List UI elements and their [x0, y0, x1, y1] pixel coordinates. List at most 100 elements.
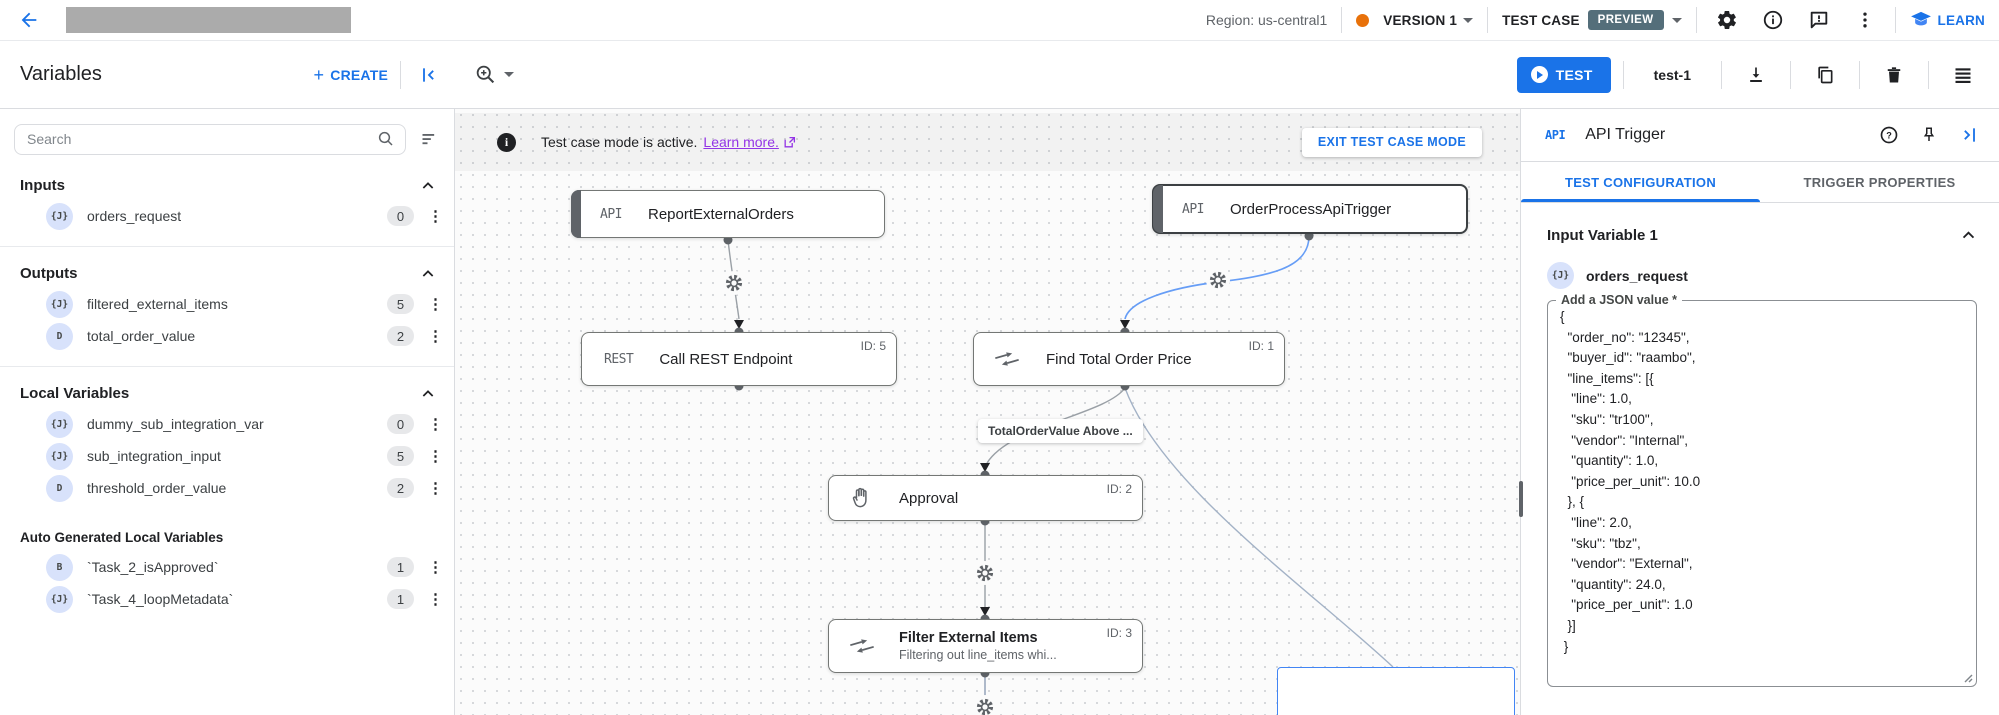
node-find-total-order-price[interactable]: Find Total Order Price ID: 1	[973, 332, 1285, 386]
download-icon[interactable]	[1734, 57, 1778, 93]
more-vertical-icon[interactable]: ⋮	[428, 480, 443, 497]
input-variable-section-title: Input Variable 1	[1547, 227, 1658, 244]
divider	[1695, 7, 1697, 33]
collapse-panel-right-icon[interactable]	[1953, 119, 1985, 151]
test-button[interactable]: TEST	[1516, 56, 1611, 93]
learn-button[interactable]: LEARN	[1910, 11, 1986, 29]
variable-row[interactable]: {J} filtered_external_items 5 ⋮	[0, 288, 454, 320]
node-type-tag: API	[600, 206, 622, 222]
more-vertical-icon[interactable]: ⋮	[428, 328, 443, 345]
chevron-down-icon	[1671, 17, 1682, 23]
search-input[interactable]	[27, 131, 377, 147]
edge-condition-label[interactable]: TotalOrderValue Above ...	[978, 419, 1143, 443]
search-icon	[378, 131, 393, 146]
variable-row[interactable]: {J} `Task_4_loopMetadata` 1 ⋮	[0, 583, 454, 615]
graduation-cap-icon	[1910, 11, 1931, 26]
preview-badge: PREVIEW	[1587, 10, 1664, 30]
panel-tabs: TEST CONFIGURATION TRIGGER PROPERTIES	[1521, 162, 1999, 203]
node-report-external-orders[interactable]: API ReportExternalOrders	[571, 190, 885, 238]
play-icon	[1530, 66, 1548, 83]
more-vertical-icon[interactable]: ⋮	[428, 448, 443, 465]
section-header-auto-generated: Auto Generated Local Variables	[0, 504, 454, 551]
search-field[interactable]	[14, 123, 406, 155]
data-mapping-icon	[849, 635, 875, 657]
node-id: ID: 5	[860, 339, 886, 353]
more-vertical-icon[interactable]	[1849, 4, 1881, 36]
json-type-icon: {J}	[46, 442, 73, 470]
divider	[1341, 7, 1343, 33]
svg-text:?: ?	[1886, 130, 1892, 140]
count-badge: 0	[387, 414, 414, 434]
json-value-input[interactable]: { "order_no": "12345", "buyer_id": "raam…	[1550, 307, 1974, 679]
section-title: Auto Generated Local Variables	[20, 530, 224, 545]
variables-sidebar: Inputs {J} orders_request 0 ⋮ Outputs {J…	[0, 109, 455, 715]
more-vertical-icon[interactable]: ⋮	[428, 416, 443, 433]
feedback-icon[interactable]	[1803, 4, 1835, 36]
json-type-icon: {J}	[46, 410, 73, 438]
sort-icon[interactable]	[414, 123, 446, 155]
more-vertical-icon[interactable]: ⋮	[428, 591, 443, 608]
node-id: ID: 1	[1248, 339, 1274, 353]
divider	[1487, 7, 1489, 33]
node-title: Filter External Items	[899, 630, 1038, 646]
json-type-icon: {J}	[1547, 262, 1574, 289]
tab-trigger-properties[interactable]: TRIGGER PROPERTIES	[1803, 174, 1956, 190]
variables-toolbar: Variables + CREATE TEST test-1	[0, 41, 1999, 109]
chevron-up-icon[interactable]	[420, 178, 436, 194]
count-badge: 1	[387, 589, 414, 609]
variable-name: orders_request	[87, 208, 182, 224]
collapse-panel-left-icon[interactable]	[413, 59, 445, 91]
section-header-inputs: Inputs	[0, 159, 454, 200]
node-type-tag: API	[1182, 201, 1204, 217]
duplicate-icon[interactable]	[1803, 57, 1847, 93]
test-case-dropdown[interactable]: TEST CASE PREVIEW	[1502, 10, 1682, 30]
divider	[0, 366, 454, 367]
node-order-process-api-trigger[interactable]: API OrderProcessApiTrigger	[1152, 184, 1468, 234]
chevron-up-icon[interactable]	[420, 266, 436, 282]
delete-trash-icon[interactable]	[1872, 57, 1916, 93]
node-title: Find Total Order Price	[1046, 350, 1192, 368]
divider	[0, 246, 454, 247]
more-vertical-icon[interactable]: ⋮	[428, 559, 443, 576]
variable-row[interactable]: D total_order_value 2 ⋮	[0, 320, 454, 352]
info-icon[interactable]	[1757, 4, 1789, 36]
more-vertical-icon[interactable]: ⋮	[428, 296, 443, 313]
more-vertical-icon[interactable]: ⋮	[428, 208, 443, 225]
variable-row[interactable]: {J} sub_integration_input 5 ⋮	[0, 440, 454, 472]
pin-icon[interactable]	[1913, 119, 1945, 151]
back-arrow-icon[interactable]	[14, 5, 44, 35]
exit-test-case-mode-button[interactable]: EXIT TEST CASE MODE	[1301, 127, 1482, 157]
variable-row[interactable]: B `Task_2_isApproved` 1 ⋮	[0, 551, 454, 583]
variable-row[interactable]: {J} orders_request 0 ⋮	[0, 200, 454, 232]
node-call-rest-endpoint[interactable]: REST Call REST Endpoint ID: 5	[581, 332, 897, 386]
chevron-up-icon[interactable]	[420, 386, 436, 402]
divider	[1928, 60, 1929, 89]
count-badge: 5	[387, 446, 414, 466]
canvas-zoom-dropdown[interactable]	[475, 64, 514, 85]
learn-more-link[interactable]: Learn more.	[703, 134, 779, 150]
settings-gear-icon[interactable]	[1711, 4, 1743, 36]
section-header-local-variables: Local Variables	[0, 367, 454, 408]
workflow-canvas[interactable]: i Test case mode is active. Learn more. …	[455, 109, 1520, 715]
create-variable-button[interactable]: + CREATE	[314, 66, 388, 84]
chevron-down-icon	[504, 72, 514, 77]
node-title: Approval	[899, 489, 959, 507]
double-type-icon: D	[46, 322, 73, 350]
divider	[400, 60, 401, 89]
panel-resize-handle[interactable]	[1519, 481, 1523, 517]
banner-text: Test case mode is active.	[541, 134, 698, 150]
menu-lines-icon[interactable]	[1941, 57, 1985, 93]
node-approval[interactable]: Approval ID: 2	[828, 475, 1143, 521]
version-dropdown[interactable]: VERSION 1	[1383, 13, 1474, 28]
variable-name: threshold_order_value	[87, 480, 227, 496]
node-subtitle: Filtering out line_items whi...	[899, 648, 1057, 662]
variable-name: filtered_external_items	[87, 296, 228, 312]
node-filter-external-items[interactable]: Filter External Items Filtering out line…	[828, 619, 1143, 673]
variable-row[interactable]: {J} dummy_sub_integration_var 0 ⋮	[0, 408, 454, 440]
tab-test-configuration[interactable]: TEST CONFIGURATION	[1521, 162, 1760, 202]
help-icon[interactable]: ?	[1873, 119, 1905, 151]
chevron-up-icon[interactable]	[1960, 227, 1977, 244]
variable-row[interactable]: D threshold_order_value 2 ⋮	[0, 472, 454, 504]
selection-rectangle	[1277, 667, 1515, 715]
resize-handle-icon[interactable]	[1962, 672, 1973, 683]
